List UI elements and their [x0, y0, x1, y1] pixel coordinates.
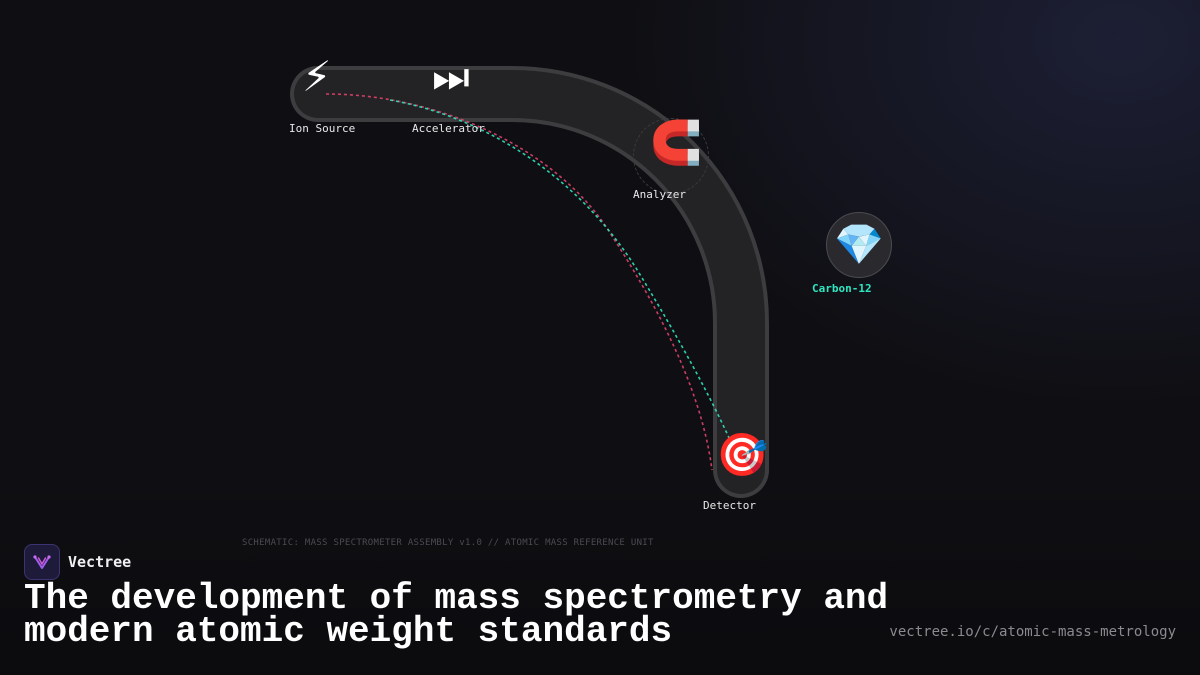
source-url[interactable]: vectree.io/c/atomic-mass-metrology — [889, 624, 1176, 640]
gem-icon: 💎 — [834, 222, 884, 268]
carbon-12-reference: 💎 — [826, 212, 892, 278]
detector-label: Detector — [703, 499, 756, 512]
page-title: The development of mass spectrometry and… — [24, 578, 889, 652]
accelerator-label: Accelerator — [412, 122, 485, 135]
brand: Vectree — [24, 544, 131, 580]
analyzer-label: Analyzer — [633, 188, 686, 201]
magnet-icon: 🧲 — [650, 118, 703, 167]
fast-forward-icon: ⏭ — [432, 52, 470, 101]
lightning-icon: ⚡ — [302, 52, 332, 101]
analyzer-field-ring — [633, 118, 709, 194]
ion-source-label: Ion Source — [289, 122, 356, 135]
vectree-logo-icon — [24, 544, 60, 580]
target-icon: 🎯 — [716, 430, 769, 479]
carbon-12-label: Carbon-12 — [812, 282, 872, 295]
schematic-caption: SCHEMATIC: MASS SPECTROMETER ASSEMBLY v1… — [242, 538, 654, 548]
brand-name: Vectree — [68, 553, 132, 571]
